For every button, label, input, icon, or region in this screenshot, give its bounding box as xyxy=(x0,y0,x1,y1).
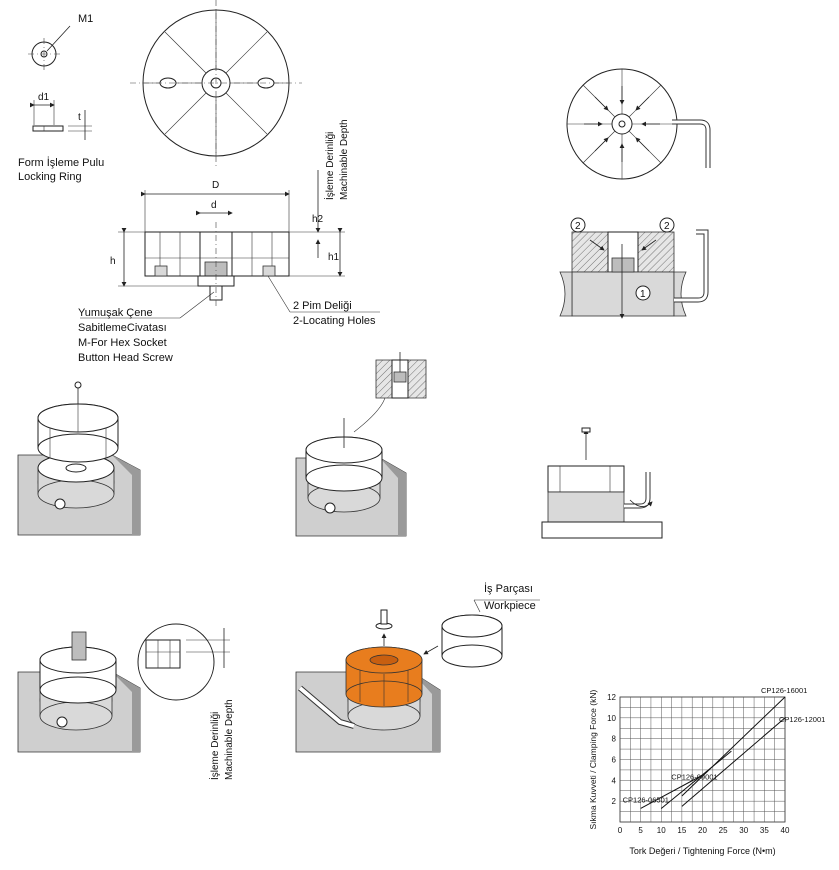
y-tick-label: 10 xyxy=(607,714,616,723)
arrow-1-label: 1 xyxy=(640,289,646,300)
step5-isometric: İş Parçası Workpiece xyxy=(295,582,540,753)
x-tick-label: 40 xyxy=(781,826,790,835)
machinable-depth-en-label: Machinable Depth xyxy=(339,119,350,200)
h1-label: h1 xyxy=(328,252,340,263)
x-tick-label: 25 xyxy=(719,826,728,835)
t-label: t xyxy=(78,112,81,123)
chuck-section-view: 2 2 1 xyxy=(559,217,709,319)
y-tick-label: 8 xyxy=(612,735,617,744)
x-tick-label: 15 xyxy=(677,826,686,835)
y-tick-label: 12 xyxy=(607,693,616,702)
pin-holes-tr-label: 2 Pim Deliği xyxy=(293,300,352,312)
h-label: h xyxy=(110,256,116,267)
locking-ring-detail: M1 d1 t Form İşleme Pulu Locking Ring xyxy=(18,13,104,183)
x-tick-label: 0 xyxy=(618,826,623,835)
series-line xyxy=(681,696,786,797)
chuck-plan-view xyxy=(566,68,711,180)
soft-jaw-plan-view xyxy=(130,0,302,166)
machinable-depth-tr-label: İşleme Derinliği xyxy=(323,132,336,200)
series-line xyxy=(681,717,786,807)
workpiece-tr-label: İş Parçası xyxy=(484,582,533,595)
series-line xyxy=(640,774,703,809)
locking-ring-tr-label: Form İşleme Pulu xyxy=(18,156,104,169)
x-tick-label: 5 xyxy=(638,826,643,835)
arrow-2-right-label: 2 xyxy=(664,221,670,232)
step1-isometric xyxy=(17,381,141,536)
x-axis-label: Tork Değeri / Tightening Force (N•m) xyxy=(629,846,775,856)
step2-isometric xyxy=(295,352,427,537)
m1-label: M1 xyxy=(78,13,93,25)
step3-section xyxy=(541,427,663,539)
locking-ring-en-label: Locking Ring xyxy=(18,171,82,183)
series-line xyxy=(660,750,732,809)
step4-isometric: İşleme Derinliği Machinable Depth xyxy=(17,623,235,780)
y-axis-label: Sıkma Kuvveti / Clamping Force (kN) xyxy=(588,690,598,830)
x-tick-label: 30 xyxy=(739,826,748,835)
screw-tr-label-1: Yumuşak Çene xyxy=(78,307,153,319)
screw-tr-label-2: SabitlemeCivatası xyxy=(78,322,167,334)
screw-en-label-2: Button Head Screw xyxy=(78,352,173,364)
x-tick-label: 35 xyxy=(760,826,769,835)
soft-jaw-section-view: D d h h1 h2 İşleme Derinliği Machinable … xyxy=(78,119,380,364)
depth2-en-label: Machinable Depth xyxy=(224,699,235,780)
series-label: CP126-09001 xyxy=(671,773,717,782)
series-label: CP126-12001 xyxy=(779,715,825,724)
y-tick-label: 6 xyxy=(612,756,617,765)
workpiece-en-label: Workpiece xyxy=(484,600,536,612)
series-label: CP126-06501 xyxy=(623,795,669,804)
pin-holes-en-label: 2-Locating Holes xyxy=(293,315,376,327)
x-tick-label: 10 xyxy=(657,826,666,835)
series-label: CP126-16001 xyxy=(761,686,807,695)
h2-label: h2 xyxy=(312,214,324,225)
y-tick-label: 2 xyxy=(612,797,617,806)
d1-label: d1 xyxy=(38,92,50,103)
depth2-tr-label: İşleme Derinliği xyxy=(208,712,221,780)
screw-en-label-1: M-For Hex Socket xyxy=(78,337,167,349)
arrow-2-left-label: 2 xyxy=(575,221,581,232)
y-tick-label: 4 xyxy=(612,776,617,785)
D-label: D xyxy=(212,180,219,191)
d-label: d xyxy=(211,200,217,211)
x-tick-label: 20 xyxy=(698,826,707,835)
